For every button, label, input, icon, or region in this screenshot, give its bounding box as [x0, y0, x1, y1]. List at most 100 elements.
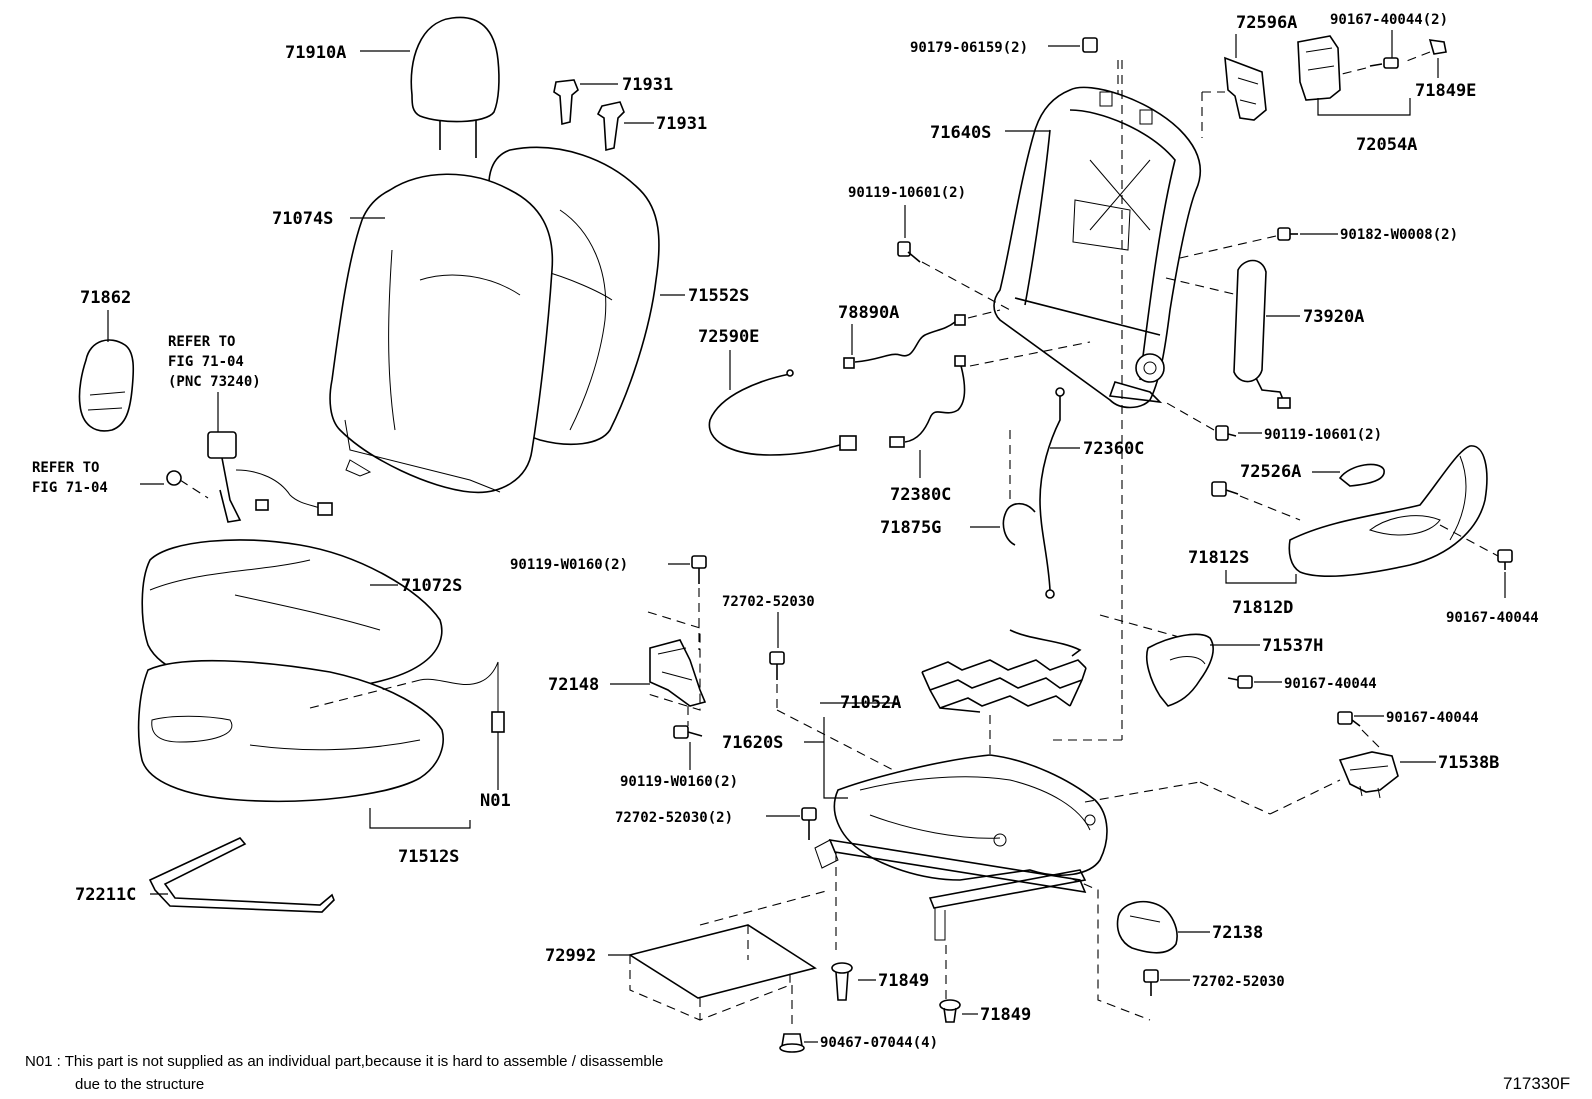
cable-72590E: [708, 369, 857, 456]
headrest-guide-71931: [553, 79, 625, 152]
bolt-90167-top: [1369, 57, 1399, 69]
cover-72596A: [1224, 56, 1267, 121]
cushion-frame-71620S: [814, 754, 1108, 941]
pin-71849-left: [831, 962, 853, 1001]
footnote-line2: due to the structure: [75, 1076, 204, 1093]
label-73920A: 73920A: [1303, 307, 1364, 327]
label-72702-52030-lower: 72702-52030: [1192, 974, 1285, 990]
label-90167-40044-b: 90167-40044: [1284, 676, 1377, 692]
bolt-90167-a: [1497, 549, 1513, 570]
label-71849E: 71849E: [1415, 81, 1476, 101]
label-72380C: 72380C: [890, 485, 951, 505]
bolt-90182: [1277, 227, 1298, 241]
bracket-72148: [649, 639, 707, 707]
label-71512S: 71512S: [398, 847, 459, 867]
label-90119-W0160-lower: 90119-W0160(2): [620, 774, 738, 790]
bolt-72702-lower: [1143, 969, 1159, 996]
bolt-90167-b: [1227, 675, 1253, 689]
label-90119-10601-upper: 90119-10601(2): [848, 185, 966, 201]
knob-72526A: [1338, 463, 1385, 487]
label-71620S: 71620S: [722, 733, 783, 753]
cover-71812D: [1288, 445, 1488, 578]
label-71640S: 71640S: [930, 123, 991, 143]
label-72148: 72148: [548, 675, 599, 695]
figure-code: 717330F: [1503, 1074, 1570, 1093]
bolt-refer: [166, 470, 182, 486]
refer-to2-line1: REFER TO: [32, 460, 99, 476]
cushion-pad-71512S: [137, 659, 444, 803]
bolt-90119-10601-upper: [897, 241, 921, 263]
board-72992: [628, 924, 817, 999]
clip-90467: [779, 1033, 805, 1053]
cover-72138: [1116, 900, 1178, 954]
cable-72380C: [889, 355, 966, 448]
refer-to-line3: (PNC 73240): [168, 374, 261, 390]
cover-71862: [78, 339, 135, 432]
cover-71537H: [1145, 633, 1215, 707]
bolt-90119-W0160-lower: [673, 725, 703, 739]
label-71849-left: 71849: [878, 971, 929, 991]
label-90182-W0008: 90182-W0008(2): [1340, 227, 1458, 243]
label-72360C: 72360C: [1083, 439, 1144, 459]
label-72702-52030-middle: 72702-52030(2): [615, 810, 733, 826]
seatbelt-buckle: [207, 431, 333, 523]
cable-78890A: [843, 314, 966, 369]
label-72702-52030-upper: 72702-52030: [722, 594, 815, 610]
refer-to-line1: REFER TO: [168, 334, 235, 350]
bolt-90179: [1082, 37, 1098, 53]
label-71812D: 71812D: [1232, 598, 1293, 618]
label-71537H: 71537H: [1262, 636, 1323, 656]
label-71875G: 71875G: [880, 518, 941, 538]
refer-to-line2: FIG 71-04: [168, 354, 244, 370]
label-90167-40044-a: 90167-40044: [1446, 610, 1539, 626]
label-78890A: 78890A: [838, 303, 899, 323]
label-72138: 72138: [1212, 923, 1263, 943]
label-N01: N01: [480, 791, 511, 811]
clip-71849E: [1428, 39, 1447, 55]
label-72596A: 72596A: [1236, 13, 1297, 33]
label-71074S: 71074S: [272, 209, 333, 229]
bracket-72054A: [1297, 35, 1341, 101]
clip-71875G: [1002, 502, 1036, 546]
label-72992: 72992: [545, 946, 596, 966]
seatback-cover-71074S: [329, 173, 554, 494]
sensor-N01: [491, 711, 505, 733]
refer-to2-line2: FIG 71-04: [32, 480, 108, 496]
bolt-90119-10601-lower: [1215, 425, 1237, 441]
pin-71849-right: [939, 999, 961, 1023]
footnote-line1: N01 : This part is not supplied as an in…: [25, 1053, 663, 1070]
label-71052A: 71052A: [840, 693, 901, 713]
label-71910A: 71910A: [285, 43, 346, 63]
bolt-90119-W0160-upper: [691, 555, 707, 584]
airbag-73920A: [1233, 259, 1291, 409]
label-72211C: 72211C: [75, 885, 136, 905]
wire-72211C: [148, 837, 335, 913]
label-90467-07044: 90467-07044(4): [820, 1035, 938, 1051]
label-71862: 71862: [80, 288, 131, 308]
cable-72360C: [1039, 387, 1065, 599]
bolt-71812S: [1211, 481, 1239, 497]
seatback-frame-71640S: [993, 86, 1202, 409]
label-72526A: 72526A: [1240, 462, 1301, 482]
label-72054A: 72054A: [1356, 135, 1417, 155]
label-71552S: 71552S: [688, 286, 749, 306]
spring-mat-71052A: [921, 629, 1087, 713]
bolt-72702-middle: [801, 807, 817, 840]
label-71812S: 71812S: [1188, 548, 1249, 568]
bolt-90167-c: [1337, 711, 1361, 727]
label-71072S: 71072S: [401, 576, 462, 596]
label-71849-right: 71849: [980, 1005, 1031, 1025]
label-90119-W0160-upper: 90119-W0160(2): [510, 557, 628, 573]
label-90119-10601-lower: 90119-10601(2): [1264, 427, 1382, 443]
label-90167-40044-top: 90167-40044(2): [1330, 12, 1448, 28]
label-71931-upper: 71931: [622, 75, 673, 95]
bolt-72702-upper: [769, 651, 785, 680]
bracket-71538B: [1338, 751, 1399, 799]
headrest-71910A: [410, 16, 500, 158]
label-90167-40044-c: 90167-40044: [1386, 710, 1479, 726]
label-71538B: 71538B: [1438, 753, 1499, 773]
label-72590E: 72590E: [698, 327, 759, 347]
label-71931-lower: 71931: [656, 114, 707, 134]
label-90179-06159: 90179-06159(2): [910, 40, 1028, 56]
